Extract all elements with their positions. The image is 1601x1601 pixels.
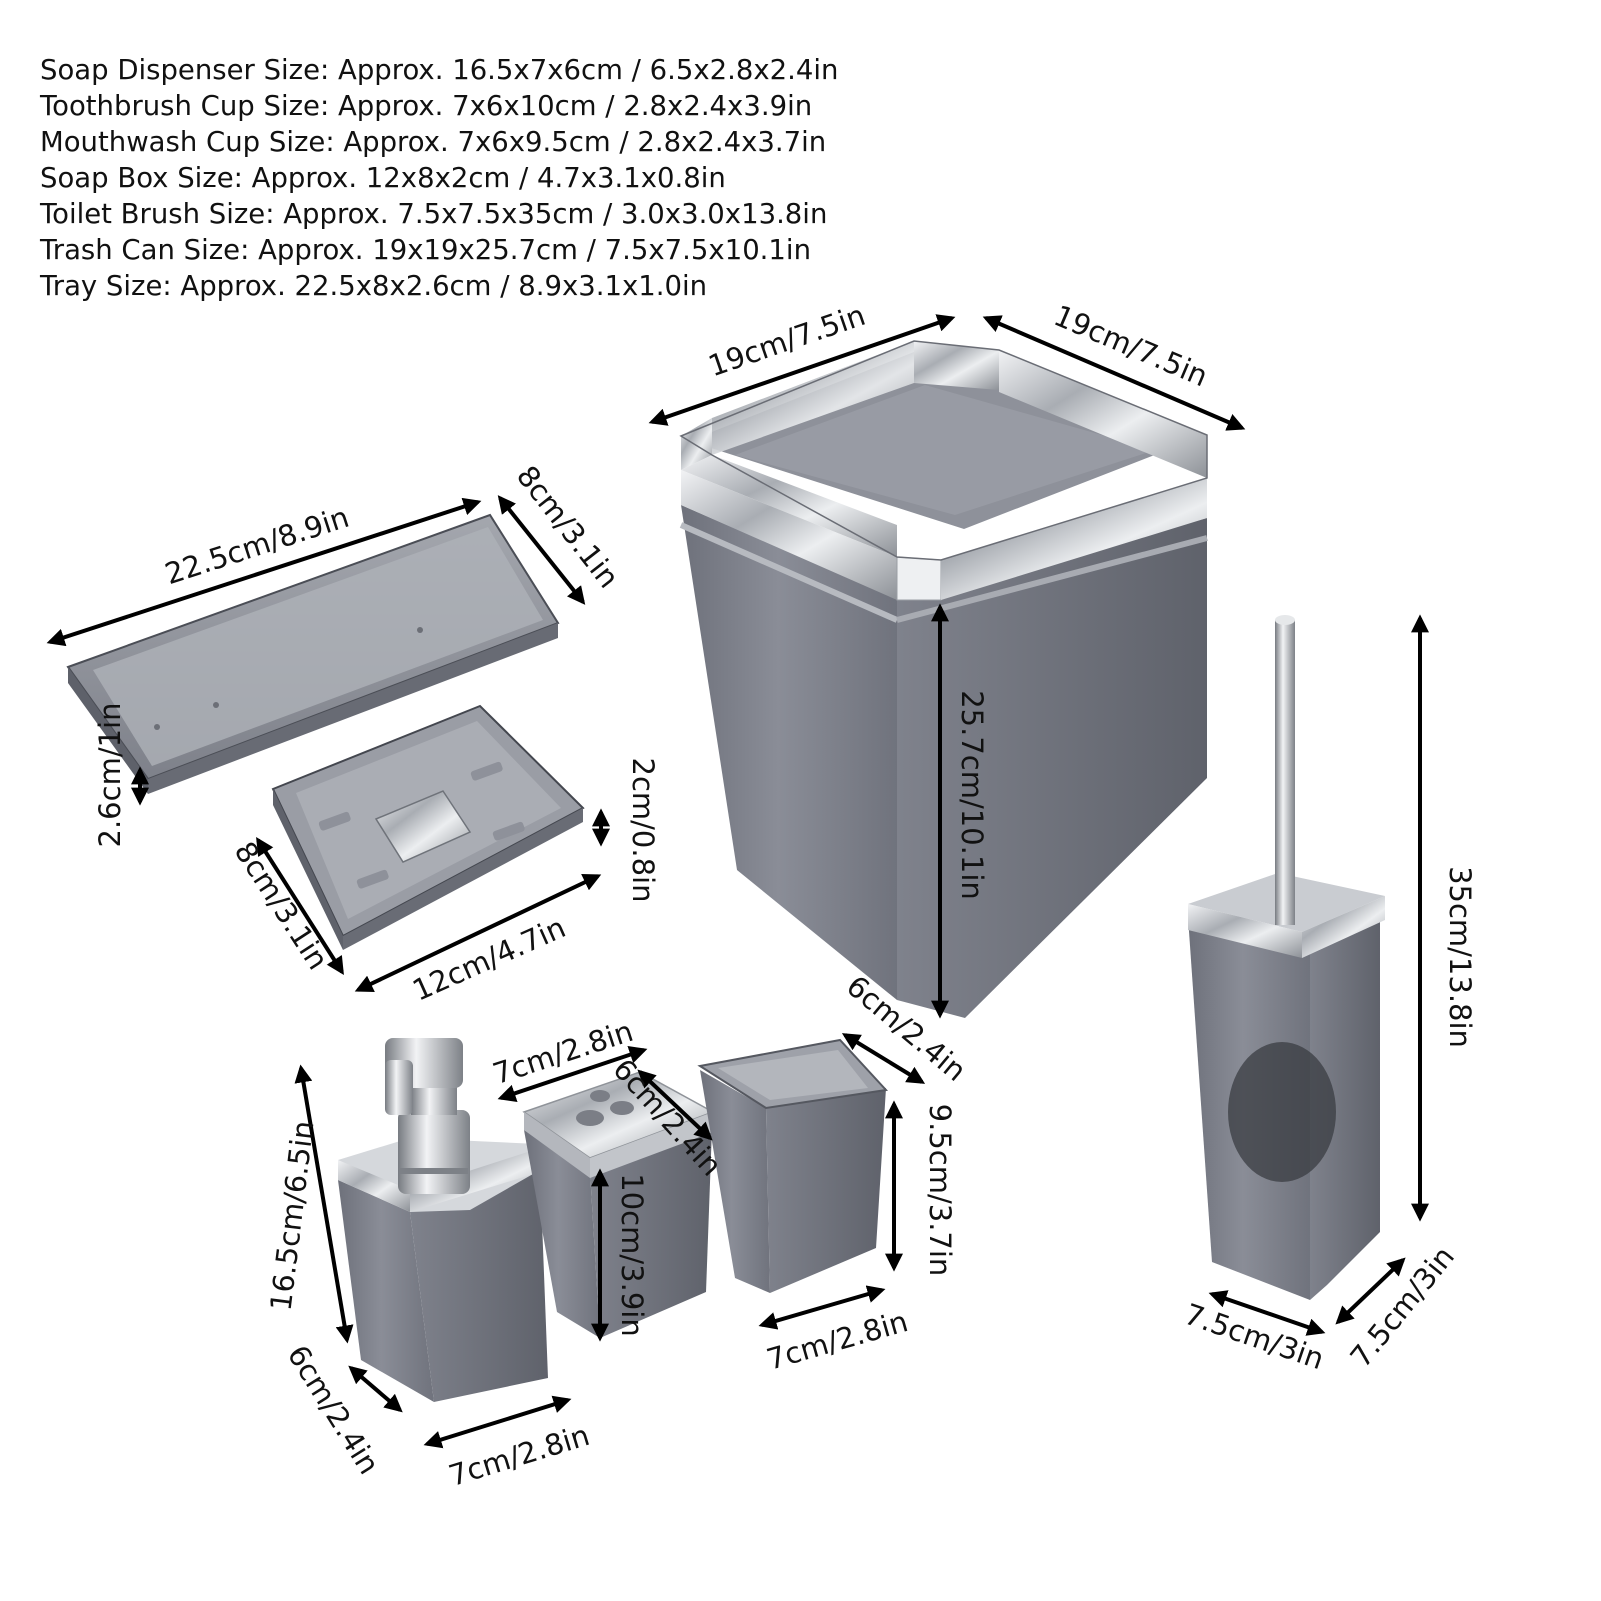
label-dispenser-width: 7cm/2.8in bbox=[445, 1418, 594, 1493]
spec-tray: Tray Size: Approx. 22.5x8x2.6cm / 8.9x3.… bbox=[40, 270, 708, 302]
soap-dispenser-collar bbox=[398, 1110, 470, 1194]
label-mouthwash-cup-height: 9.5cm/3.7in bbox=[923, 1104, 957, 1277]
label-toothbrush-cup-height: 10cm/3.9in bbox=[615, 1173, 649, 1336]
spec-toothbrush-cup: Toothbrush Cup Size: Approx. 7x6x10cm / … bbox=[40, 90, 813, 122]
label-dispenser-height: 16.5cm/6.5in bbox=[264, 1119, 321, 1313]
dim-dispenser-width-arrow bbox=[423, 1395, 572, 1449]
label-soapbox-height: 2cm/0.8in bbox=[626, 758, 660, 903]
dim-dispenser-height-arrow bbox=[294, 1064, 354, 1344]
dim-trash-depth-arrow bbox=[982, 315, 1246, 431]
trash-can-left-face bbox=[681, 505, 897, 1000]
dim-trash-width-arrow bbox=[648, 314, 956, 426]
label-soapbox-length: 12cm/4.7in bbox=[407, 910, 570, 1008]
spec-trash-can: Trash Can Size: Approx. 19x19x25.7cm / 7… bbox=[40, 234, 811, 266]
dim-mouthwash-cup-depth-arrow bbox=[841, 1033, 926, 1084]
toilet-brush-head bbox=[1228, 1042, 1336, 1182]
dimension-lines bbox=[46, 314, 1429, 1449]
dim-tray-length-arrow bbox=[46, 497, 482, 647]
toothbrush-slot-icon bbox=[576, 1110, 604, 1126]
spec-toilet-brush: Toilet Brush Size: Approx. 7.5x7.5x35cm … bbox=[40, 198, 828, 230]
soap-dispenser-left-face bbox=[338, 1180, 434, 1402]
label-toilet-brush-height: 35cm/13.8in bbox=[1443, 866, 1477, 1048]
label-tray-height: 2.6cm/1in bbox=[93, 703, 127, 848]
mouthwash-cup-left-face bbox=[700, 1070, 770, 1293]
spec-mouthwash-cup: Mouthwash Cup Size: Approx. 7x6x9.5cm / … bbox=[40, 126, 827, 158]
trash-can-rim-right bbox=[941, 478, 1207, 600]
dim-toilet-brush-depth-arrow bbox=[1335, 1257, 1406, 1325]
dim-dispenser-depth-arrow bbox=[348, 1365, 403, 1413]
dim-tray-width-arrow bbox=[497, 495, 586, 605]
toilet-brush-holder-right bbox=[1310, 918, 1380, 1300]
toothbrush-cup-left-face bbox=[524, 1130, 600, 1338]
trash-can-right-face bbox=[897, 518, 1207, 1018]
dim-soapbox-length-arrow bbox=[354, 874, 602, 992]
mouthwash-cup bbox=[697, 1038, 889, 1293]
trash-can bbox=[679, 340, 1208, 1018]
soap-dispenser bbox=[338, 1038, 548, 1402]
spec-soap-dispenser: Soap Dispenser Size: Approx. 16.5x7x6cm … bbox=[40, 54, 839, 86]
label-mouthwash-cup-width: 7cm/2.8in bbox=[763, 1304, 912, 1377]
dim-toothbrush-cup-depth-arrow bbox=[637, 1069, 713, 1141]
soap-box bbox=[271, 704, 585, 950]
mouthwash-cup-right-face bbox=[766, 1088, 886, 1293]
toilet-brush bbox=[1188, 615, 1385, 1300]
soap-dispenser-right-face bbox=[410, 1170, 548, 1402]
soap-box-drain-plate bbox=[374, 790, 472, 863]
label-trash-height: 25.7cm/10.1in bbox=[955, 690, 989, 900]
toothbrush-cup-right-face bbox=[590, 1128, 712, 1338]
size-spec-list: Soap Dispenser Size: Approx. 16.5x7x6cm … bbox=[40, 52, 838, 304]
dim-soapbox-depth-arrow bbox=[256, 836, 344, 976]
toilet-brush-handle bbox=[1275, 620, 1295, 925]
dim-mouthwash-cup-width-arrow bbox=[758, 1285, 886, 1330]
dim-toilet-brush-width-arrow bbox=[1208, 1290, 1326, 1336]
spec-soap-box: Soap Box Size: Approx. 12x8x2cm / 4.7x3.… bbox=[40, 162, 726, 194]
dim-toothbrush-cup-width-arrow bbox=[497, 1046, 648, 1102]
trash-can-rim-left bbox=[681, 455, 897, 557]
